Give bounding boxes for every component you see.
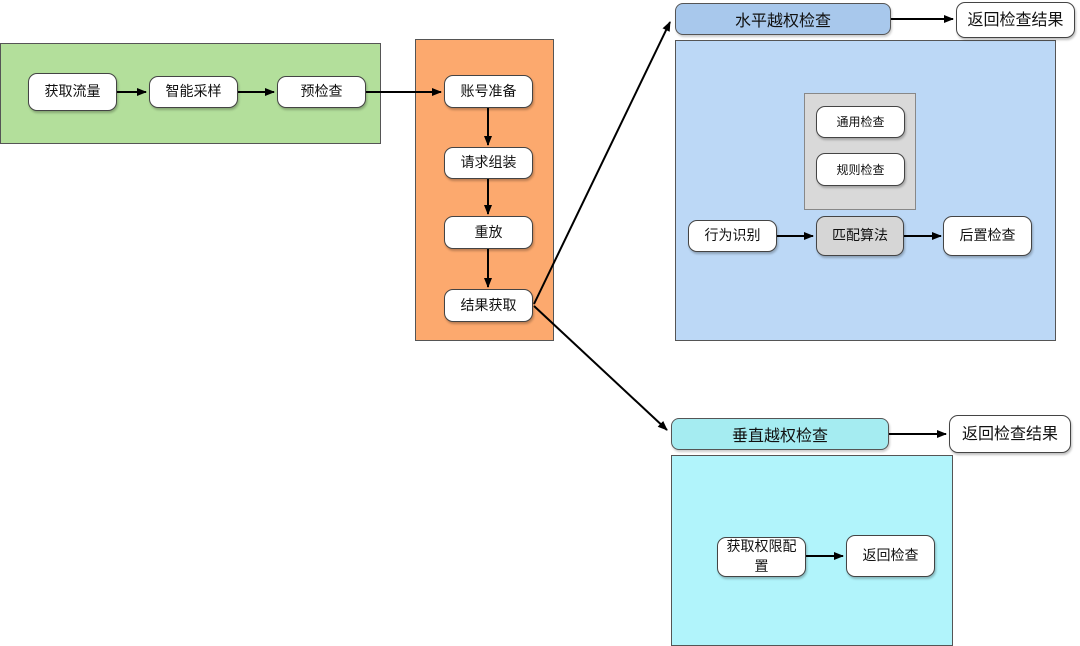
node-request-assembly: 请求组装 [444, 147, 533, 179]
horizontal-return-result: 返回检查结果 [956, 2, 1075, 38]
node-behavior-recognition: 行为识别 [688, 220, 777, 252]
node-replay: 重放 [444, 216, 533, 249]
node-account-prep: 账号准备 [444, 75, 533, 108]
node-get-result: 结果获取 [444, 289, 533, 322]
node-smart-sampling: 智能采样 [149, 76, 238, 108]
node-general-check: 通用检查 [816, 106, 905, 138]
node-matching-algorithm: 匹配算法 [816, 216, 904, 256]
node-return-check: 返回检查 [846, 535, 935, 577]
node-rule-check: 规则检查 [816, 153, 905, 186]
node-get-permission-config: 获取权限配置 [717, 537, 806, 577]
node-precheck: 预检查 [277, 76, 366, 108]
horizontal-check-title: 水平越权检查 [675, 3, 891, 35]
node-post-check: 后置检查 [943, 216, 1032, 256]
arrow-result-to-horizontal [533, 21, 671, 305]
vertical-return-result: 返回检查结果 [949, 415, 1071, 453]
vertical-check-title: 垂直越权检查 [671, 418, 889, 450]
node-get-traffic: 获取流量 [28, 73, 117, 111]
